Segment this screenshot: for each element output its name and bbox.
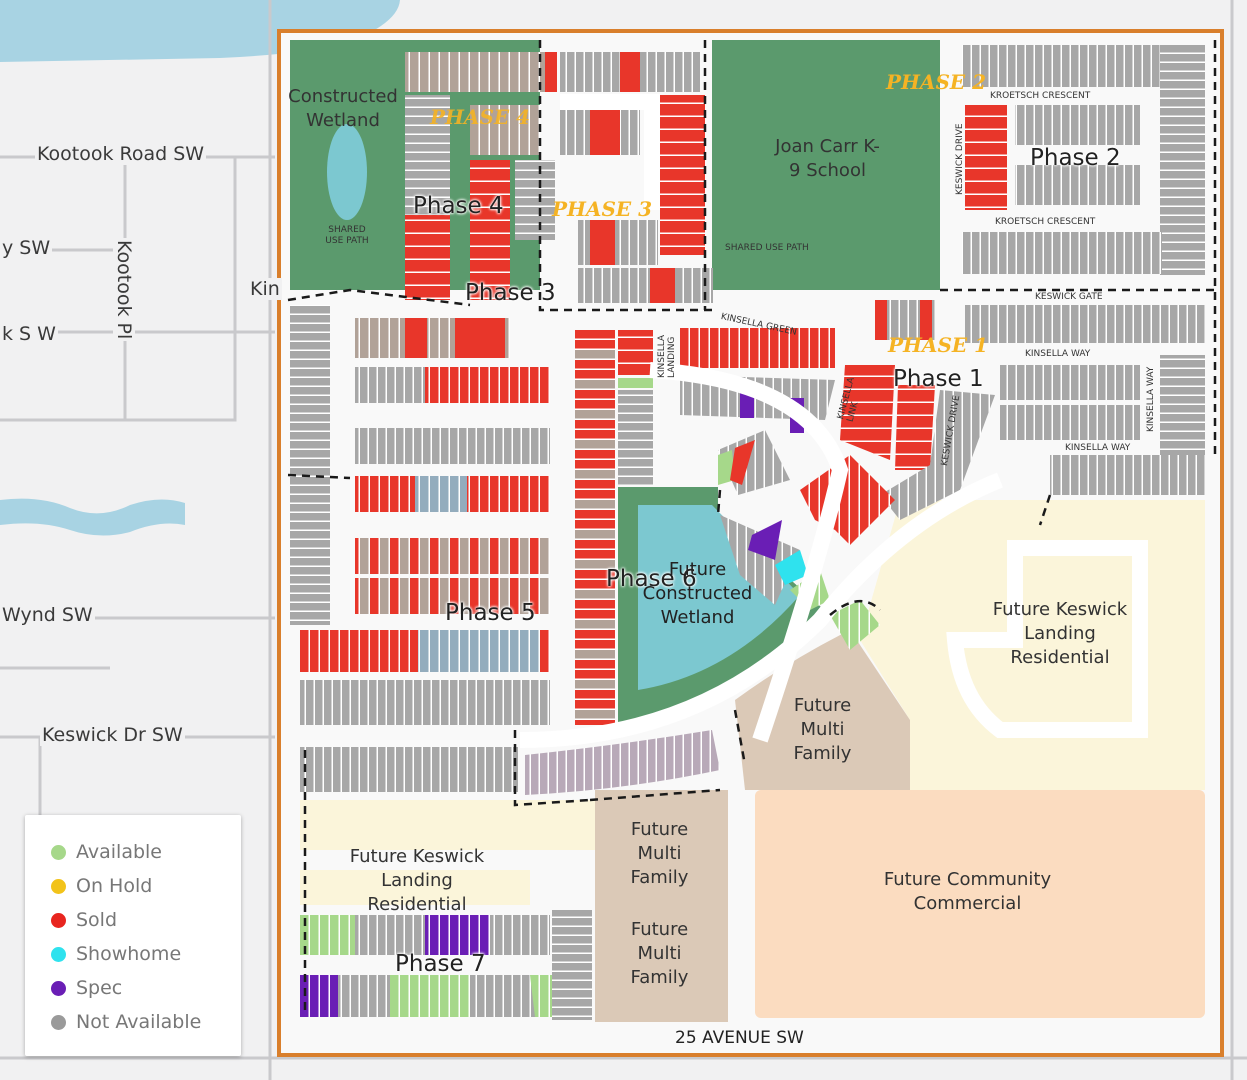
future-keswick-res-area xyxy=(860,500,1205,790)
phase-2-label[interactable]: Phase 2 xyxy=(1030,145,1121,171)
legend-dot-icon xyxy=(51,844,66,860)
phase-5-lots xyxy=(290,305,653,792)
future-multi-family-area-2 xyxy=(595,790,728,910)
phase-3-label[interactable]: Phase 3 xyxy=(465,280,556,306)
phase-6-label[interactable]: Phase 6 xyxy=(606,566,697,592)
shared-use-path-label-2: SHARED USE PATH xyxy=(725,243,809,253)
phase-4-label[interactable]: Phase 4 xyxy=(413,193,504,219)
legend-item-not-available[interactable]: Not Available xyxy=(25,1005,241,1039)
phase-7-label[interactable]: Phase 7 xyxy=(395,951,486,977)
school-label: Joan Carr K-9 School xyxy=(775,136,880,181)
kinsella-landing-label: KINSELLA LANDING xyxy=(657,334,677,378)
future-keswick-res-area-2 xyxy=(300,800,595,850)
phase-5-label[interactable]: Phase 5 xyxy=(445,600,536,626)
legend-item-spec[interactable]: Spec xyxy=(25,971,241,1005)
legend-item-available[interactable]: Available xyxy=(25,835,241,869)
street-y-sw: y SW xyxy=(0,237,53,259)
school-area xyxy=(712,40,940,290)
kroetsch-crescent-label-top: KROETSCH CRESCENT xyxy=(990,91,1091,101)
keswick-drive-label-1: KESWICK DRIVE xyxy=(955,123,965,195)
street-wynd-sw: Wynd SW xyxy=(0,604,95,626)
legend-dot-icon xyxy=(51,878,66,894)
street-25-avenue: 25 AVENUE SW xyxy=(675,1028,804,1048)
future-wetland-label: Future Constructed Wetland xyxy=(642,559,753,628)
street-keswick-dr: Keswick Dr SW xyxy=(40,724,185,746)
legend-label: Available xyxy=(76,841,163,863)
legend-label: On Hold xyxy=(76,875,153,897)
banner-phase-1: PHASE 1 xyxy=(888,333,989,357)
legend-dot-icon xyxy=(51,980,66,996)
keswick-gate-label: KESWICK GATE xyxy=(1035,292,1103,302)
legend-label: Showhome xyxy=(76,943,182,965)
legend-dot-icon xyxy=(51,1014,66,1030)
legend-label: Sold xyxy=(76,909,118,931)
banner-phase-2: PHASE 2 xyxy=(886,70,987,94)
street-k-sw: k S W xyxy=(0,323,58,345)
legend-item-sold[interactable]: Sold xyxy=(25,903,241,937)
wetland-pond xyxy=(327,124,367,220)
future-multi-family-label-1: Future Multi Family xyxy=(793,695,852,764)
legend-dot-icon xyxy=(51,912,66,928)
legend-dot-icon xyxy=(51,946,66,962)
future-commercial-label: Future Community Commercial xyxy=(883,869,1052,914)
phase-7-lots xyxy=(300,910,592,1020)
legend-label: Spec xyxy=(76,977,123,999)
future-keswick-res-label-2: Future Keswick Landing Residential xyxy=(349,846,485,915)
street-kin: Kin xyxy=(248,278,282,300)
kinsella-way-label-3: KINSELLA WAY xyxy=(1146,366,1156,432)
banner-phase-3: PHASE 3 xyxy=(552,197,653,221)
phase-boundaries xyxy=(287,40,1218,1015)
phase-2-lots xyxy=(875,45,1205,340)
phase-1-label[interactable]: Phase 1 xyxy=(893,366,984,392)
legend-item-on-hold[interactable]: On Hold xyxy=(25,869,241,903)
future-commercial-area xyxy=(755,790,1205,1018)
banner-phase-4: PHASE 4 xyxy=(430,105,531,129)
future-multi-family-area-1 xyxy=(735,630,910,790)
kinsella-way-label-2: KINSELLA WAY xyxy=(1065,443,1131,453)
internal-roads xyxy=(519,94,1003,748)
legend-item-showhome[interactable]: Showhome xyxy=(25,937,241,971)
kinsella-way-label-1: KINSELLA WAY xyxy=(1025,349,1091,359)
future-multi-family-label-3: Future Multi Family xyxy=(630,919,689,988)
phase-4-lots xyxy=(405,52,557,300)
development-boundary xyxy=(277,29,1224,1057)
future-keswick-res-label-1: Future Keswick Landing Residential xyxy=(992,599,1128,668)
kroetsch-crescent-label-bottom: KROETSCH CRESCENT xyxy=(995,217,1096,227)
future-multi-family-area-3 xyxy=(595,910,728,1022)
future-multi-family-label-2: Future Multi Family xyxy=(630,819,689,888)
phase-3-lots xyxy=(355,52,713,358)
creek xyxy=(0,498,185,536)
legend-label: Not Available xyxy=(76,1011,202,1033)
future-wetland-pond xyxy=(638,505,800,690)
shared-use-path-label-1: SHARED USE PATH xyxy=(325,225,369,246)
street-kootook-road: Kootook Road SW xyxy=(35,143,207,165)
street-kootook-pl: Kootook Pl xyxy=(113,238,135,342)
constructed-wetland-label: Constructed Wetland xyxy=(288,86,398,131)
